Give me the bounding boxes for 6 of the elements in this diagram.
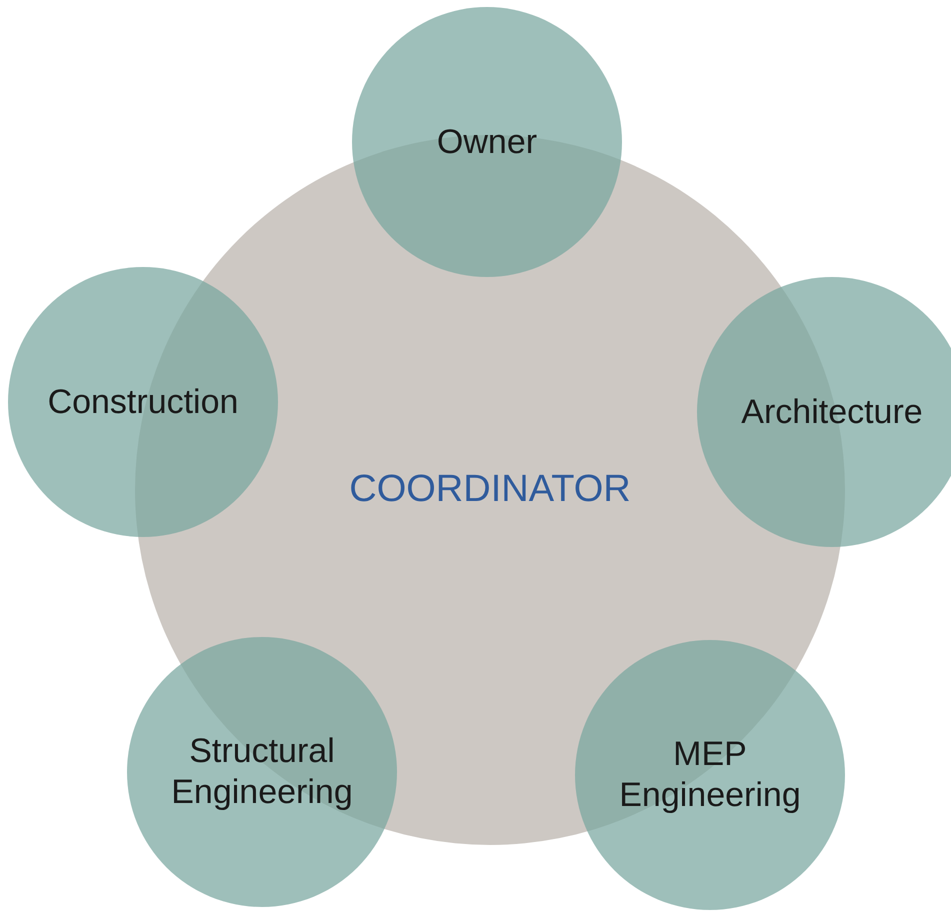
circle-label: Owner (436, 122, 538, 162)
circle-label: Structural Engineering (170, 731, 354, 813)
circle-label: MEP Engineering (618, 734, 802, 816)
circle-label: Construction (48, 382, 238, 422)
circle-label: Architecture (741, 392, 923, 432)
center-label: COORDINATOR (349, 467, 631, 512)
